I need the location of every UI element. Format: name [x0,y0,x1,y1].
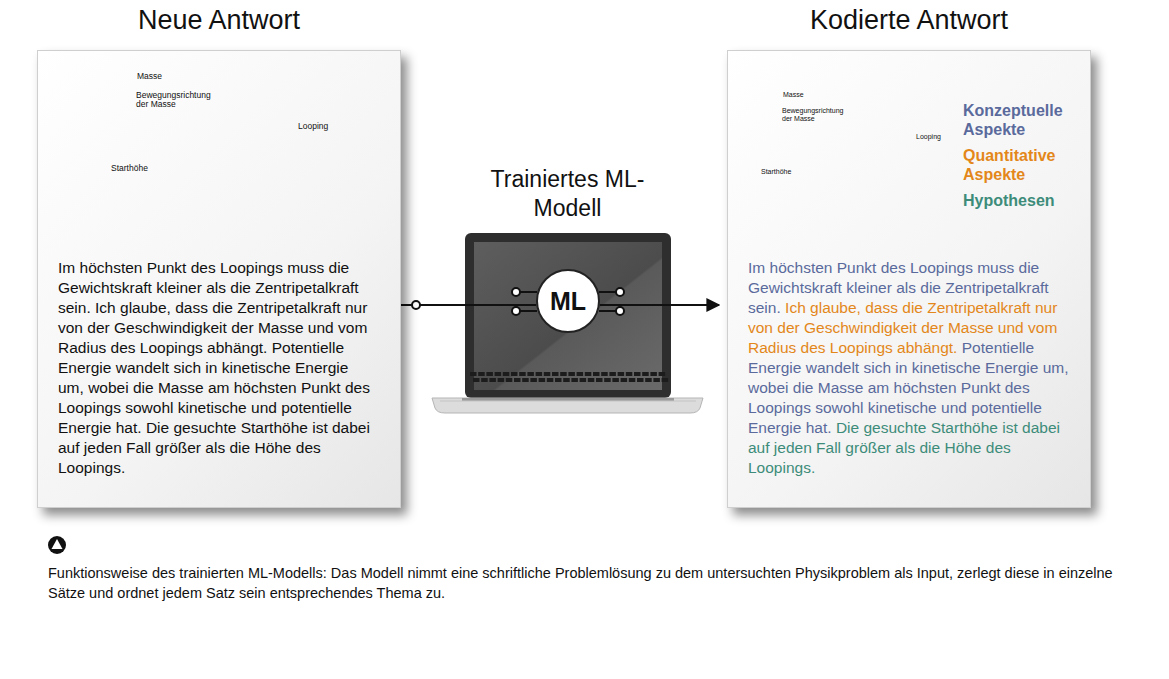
figure-label: Starthöhe [111,164,161,173]
figure-label: Bewegungsrichtung der Masse [782,107,848,122]
ml-model-circle: ML [536,269,600,333]
figure-label: Looping [298,122,348,131]
answer-text: Im höchsten Punkt des Loopings muss die … [58,258,376,478]
coded-answer-card: Kodierte AntwortIm höchsten Punkt des Lo… [727,50,1091,508]
legend-text: Hypothesen [963,192,1055,209]
card-heading: Neue Antwort [38,5,400,36]
legend-text: Quantitative Aspekte [963,147,1055,183]
legend-entry: Konzeptuelle Aspekte [963,101,1083,139]
legend-text: Konzeptuelle Aspekte [963,102,1063,138]
connector [401,304,536,306]
figure-label: Starthöhe [761,168,803,176]
figure-label: Bewegungsrichtung der Masse [136,91,216,110]
connector [600,304,719,306]
model-label: ML [550,287,586,316]
figure-label: Looping [916,133,956,141]
card-heading: Kodierte Antwort [728,5,1090,36]
figure-caption: Funktionsweise des trainierten ML-Modell… [48,563,1118,603]
legend-entry: Hypothesen [963,191,1083,210]
model-title: Trainiertes ML-Modell [470,165,665,223]
figure-label: Masse [137,72,197,81]
connector-terminal [412,301,420,309]
coded-answer-text: Im höchsten Punkt des Loopings muss die … [748,258,1070,478]
legend-entry: Quantitative Aspekte [963,146,1083,184]
answer-card: Neue AntwortIm höchsten Punkt des Loopin… [37,50,401,508]
figure-label: Masse [783,91,828,99]
